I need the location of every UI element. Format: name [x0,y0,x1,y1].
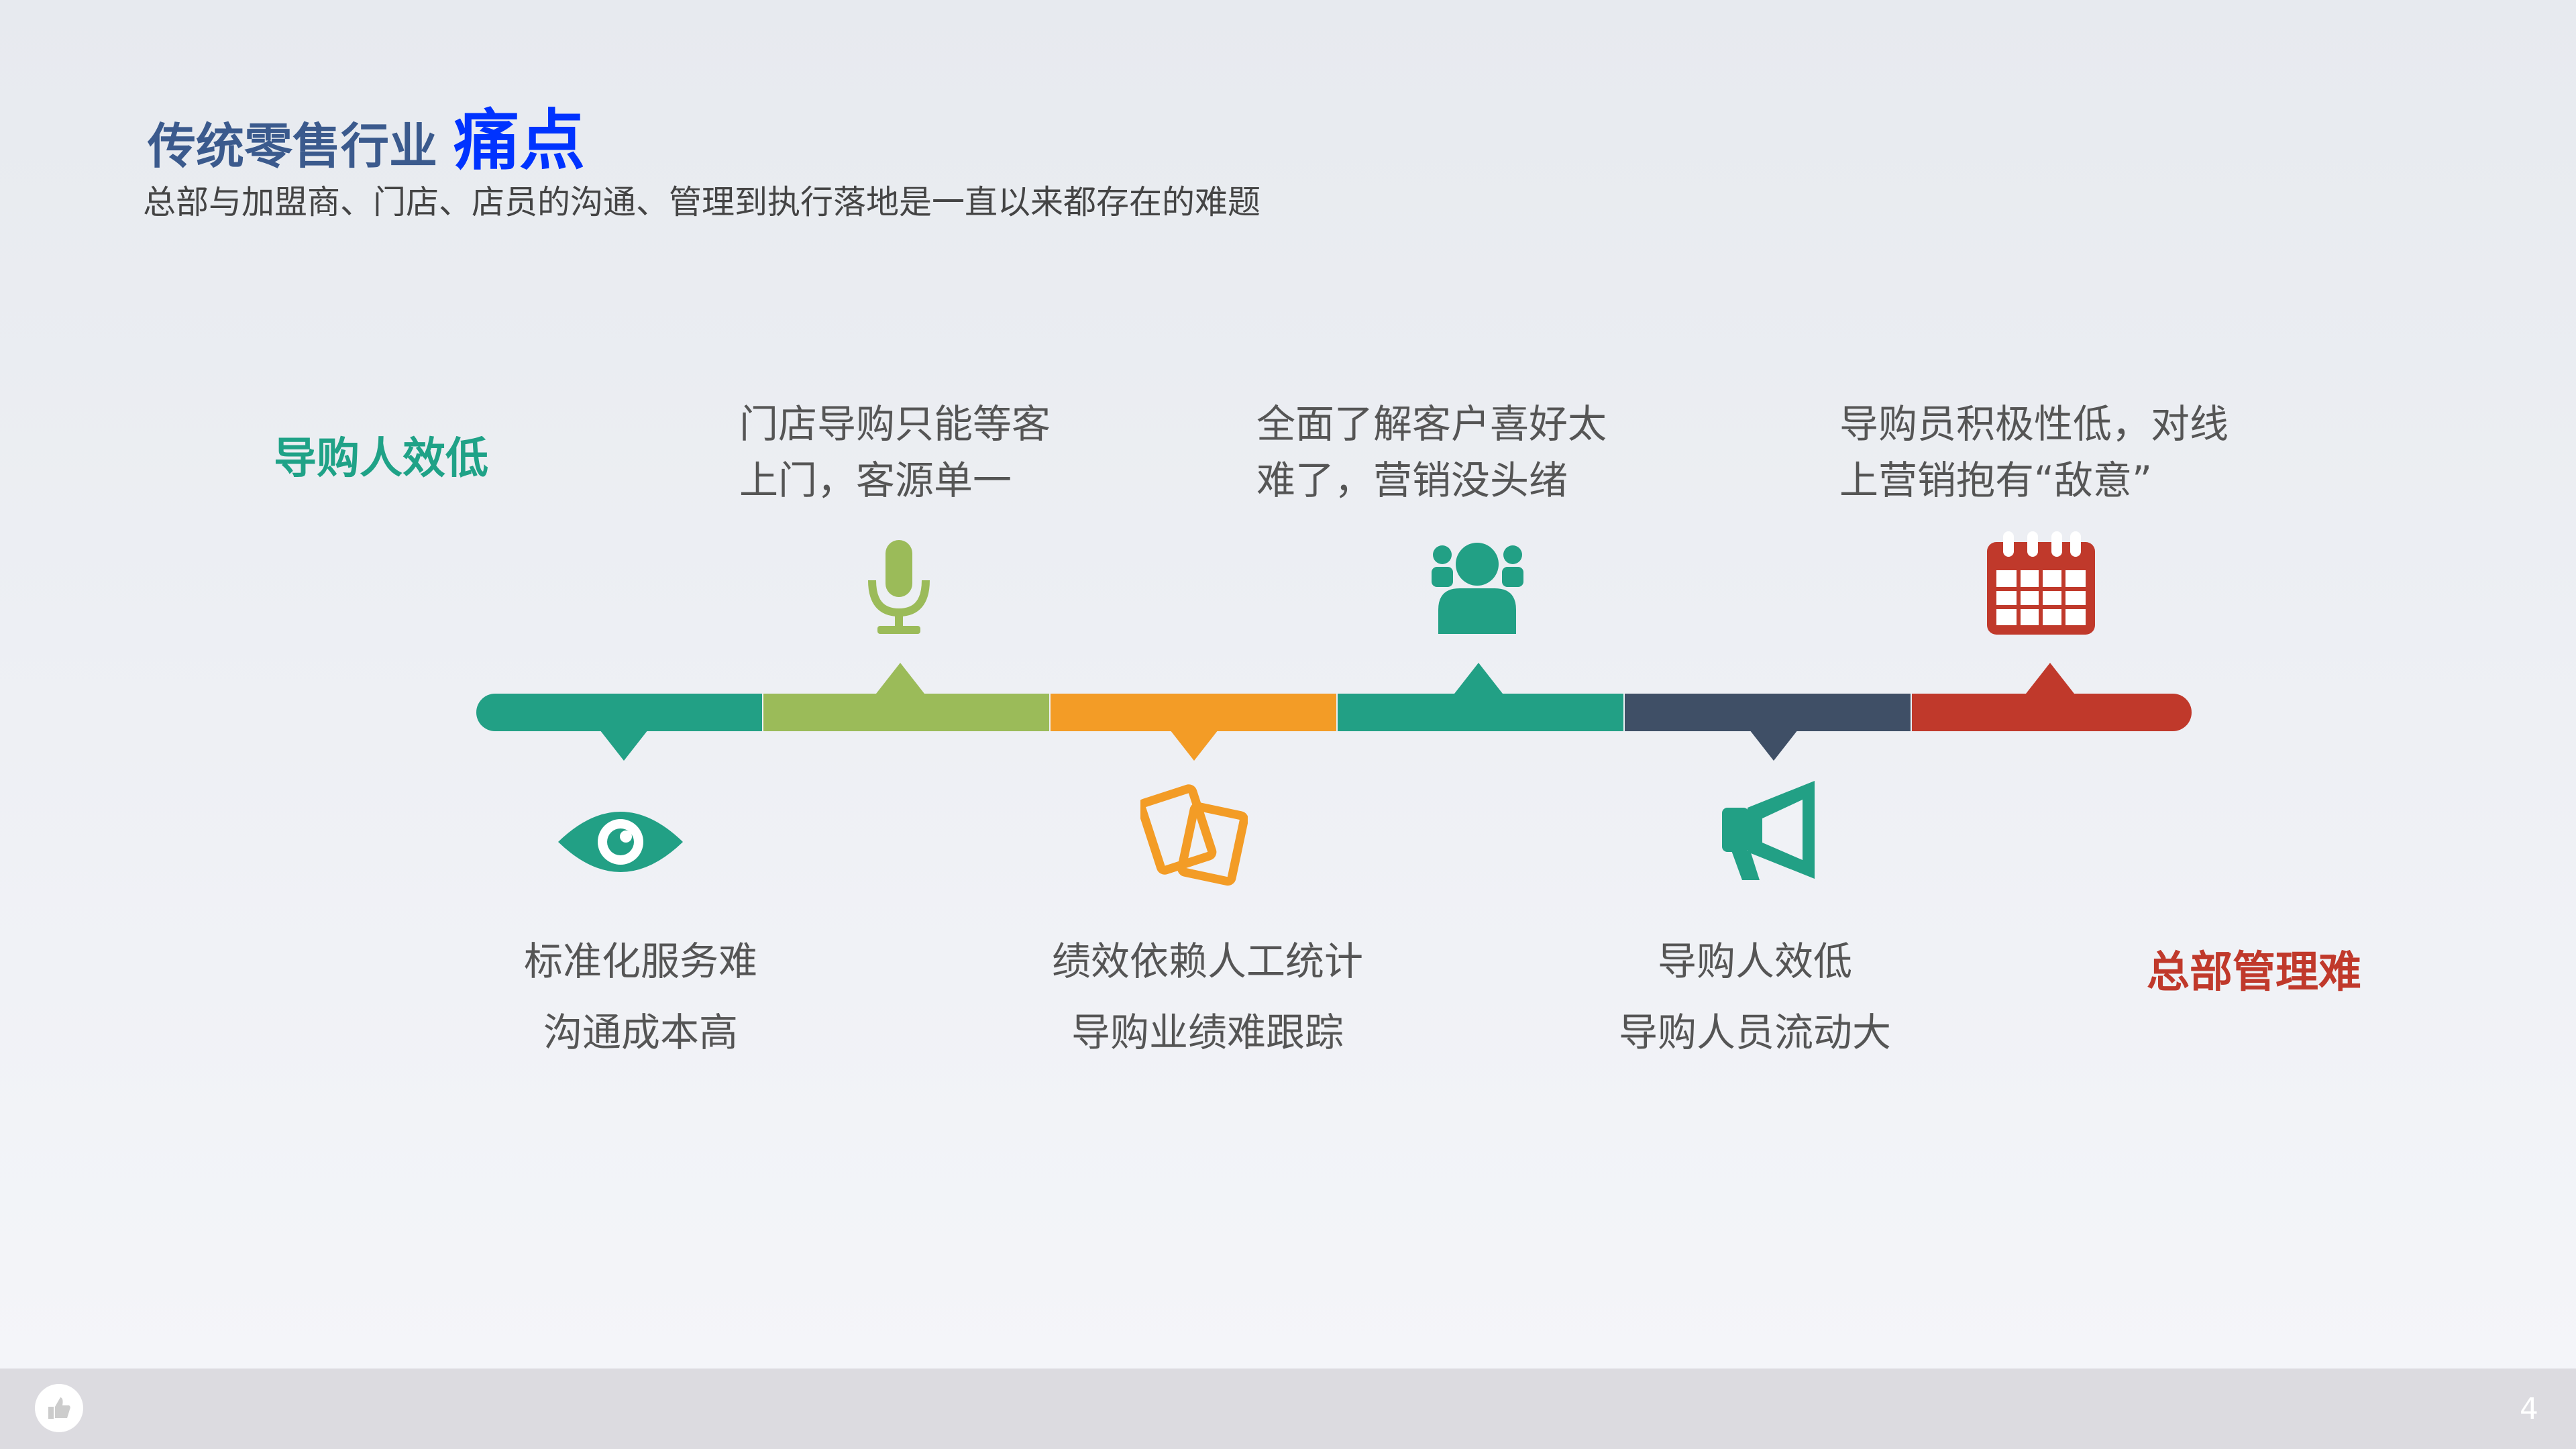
text-line: 标准化服务难 [523,938,757,984]
pointer-down [600,730,648,761]
text-line: 上营销抱有“敌意” [1839,458,2153,503]
text-line: 上门，客源单一 [739,458,1012,503]
thumbs-up-icon[interactable] [35,1384,83,1432]
calendar-icon [1987,531,2095,635]
timeline-segment-5 [1625,694,1911,731]
text-line: 导购员积极性低，对线 [1839,401,2229,447]
timeline-end-label: 总部管理难 [2147,948,2361,998]
title-main: 传统零售行业 [148,118,438,174]
documents-icon [1140,784,1248,886]
timeline-start-label: 导购人效低 [274,434,488,484]
timeline-segment-2 [763,694,1049,731]
timeline-segment-3 [1051,694,1336,731]
pointer-down [1750,730,1798,761]
top-item-3: 导购员积极性低，对线上营销抱有“敌意” [1839,396,2229,508]
megaphone-icon [1722,781,1815,880]
timeline-segment-6 [1912,694,2192,731]
bottom-item-2: 绩效依赖人工统计导购业绩难跟踪 [1006,926,1409,1068]
top-item-2: 全面了解客户喜好太难了，营销没头绪 [1256,396,1607,508]
text-line: 导购人员流动大 [1618,1010,1891,1055]
text-line: 门店导购只能等客 [739,401,1051,447]
pointer-up [1454,663,1503,694]
subtitle: 总部与加盟商、门店、店员的沟通、管理到执行落地是一直以来都存在的难题 [143,183,1261,221]
eye-icon [558,812,683,872]
title-highlight: 痛点 [453,103,586,179]
page-title: 传统零售行业痛点 [148,87,585,182]
text-line: 导购人效低 [1657,938,1852,984]
text-line: 导购业绩难跟踪 [1071,1010,1344,1055]
timeline-segment-1 [476,694,762,731]
top-item-1: 门店导购只能等客上门，客源单一 [739,396,1051,508]
pointer-down [1170,730,1218,761]
text-line: 全面了解客户喜好太 [1256,401,1607,447]
microphone-icon [868,540,930,634]
text-line: 绩效依赖人工统计 [1051,938,1363,984]
text-line: 沟通成本高 [543,1010,738,1055]
text-line: 难了，营销没头绪 [1256,458,1568,503]
page-number: 4 [2520,1392,2538,1426]
pointer-up [2026,663,2074,694]
timeline-segment-4 [1338,694,1623,731]
people-icon [1432,543,1523,634]
footer-bar [0,1368,2576,1449]
bottom-item-3: 导购人效低导购人员流动大 [1554,926,1956,1068]
pointer-up [876,663,924,694]
bottom-item-1: 标准化服务难沟通成本高 [439,926,842,1068]
